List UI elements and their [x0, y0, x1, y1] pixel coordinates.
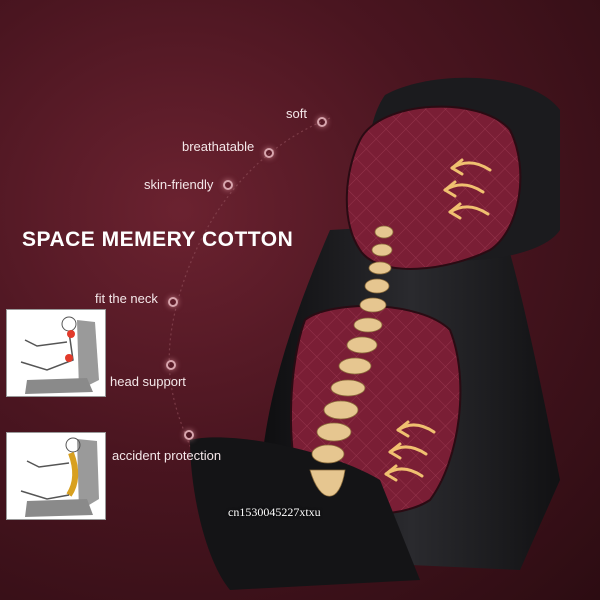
feature-fit-the-neck: fit the neck — [95, 289, 178, 307]
watermark: cn1530045227xtxu — [228, 505, 321, 519]
posture-spine-icon — [20, 437, 99, 517]
feature-dot-icon — [167, 297, 178, 307]
airflow-arrows-icon — [384, 158, 492, 482]
feature-head-support: head support — [110, 360, 186, 389]
headline: SPACE MEMERY COTTON — [22, 228, 294, 251]
posture-neck-icon — [20, 316, 99, 394]
seat-posture-diagram — [6, 309, 106, 397]
feature-dot-icon — [184, 430, 194, 440]
feature-dot-icon — [316, 117, 327, 127]
feature-dot-icon — [223, 179, 234, 190]
feature-skin-friendly: skin-friendly — [144, 177, 234, 192]
spine-icon — [309, 225, 394, 497]
feature-accident-protection: accident protection — [112, 430, 221, 463]
feature-breathatable: breathatable — [182, 134, 275, 158]
feature-dot-icon — [166, 360, 176, 370]
feature-dot-icon — [264, 148, 275, 158]
feature-soft: soft — [286, 99, 327, 127]
seat-posture-diagram — [6, 432, 106, 520]
